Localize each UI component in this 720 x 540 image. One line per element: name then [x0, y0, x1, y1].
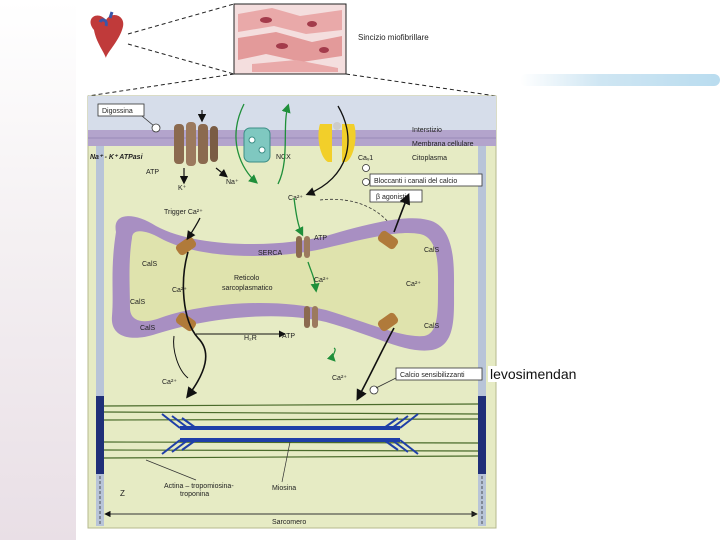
label-ca-release: Ca²⁺ [162, 379, 177, 386]
label-na-k-pump: Na⁺ - K⁺ ATPasi [90, 154, 144, 161]
label-atp-serca: ATP [314, 235, 327, 242]
label-sr-2: sarcoplasmatico [222, 285, 273, 292]
label-ca-cyt: Ca²⁺ [288, 195, 303, 202]
label-cytoplasm: Citoplasma [412, 155, 447, 162]
ryr-channel-top-left [175, 236, 197, 256]
label-troponin: troponina [180, 491, 209, 498]
ca-blockers-box [369, 173, 483, 187]
ryr-channel-bottom-right [377, 312, 399, 332]
label-ca-sr: Ca²⁺ [314, 277, 329, 284]
right-membrane-edge [478, 146, 486, 526]
label-serca: SERCA [258, 250, 282, 257]
ca-sensitizers-box [395, 367, 483, 381]
myofibril-cells [238, 8, 342, 72]
ncx-exchanger [243, 127, 271, 163]
label-atp-pump: ATP [146, 169, 159, 176]
label-interstitium: Interstizio [412, 127, 442, 134]
label-ncx: NCX [276, 154, 291, 161]
label-k-ion: K⁺ [178, 185, 187, 192]
label-ca-left: Ca²⁺ [172, 287, 187, 294]
label-na-ion: Na⁺ [226, 179, 239, 186]
ca-channel [318, 122, 356, 162]
label-sarcomere: Sarcomero [272, 519, 306, 526]
label-myosin: Miosina [272, 485, 296, 492]
label-ca-right: Ca²⁺ [406, 281, 421, 288]
inset-title: Sincizio miofibrillare [358, 33, 429, 42]
drug-label-levosimendan: levosimendan [488, 366, 579, 382]
ryr-channel-top-right [377, 230, 399, 250]
label-calsq-5: CalS [424, 323, 440, 330]
left-membrane-edge [96, 146, 104, 526]
label-digoxin: Digossina [102, 108, 133, 115]
label-membrane: Membrana cellulare [412, 141, 474, 148]
label-calsq-1: CalS [142, 261, 158, 268]
label-ca-sensitizers: Calcio sensibilizzanti [400, 372, 465, 379]
label-ca-filament: Ca²⁺ [332, 375, 347, 382]
ryr-lower-pump [304, 306, 318, 328]
label-trigger: Trigger Ca²⁺ [164, 209, 203, 216]
serca-pump [296, 236, 310, 258]
label-ca-channel: Caᵥ1 [358, 155, 373, 162]
label-z: Z [120, 489, 125, 498]
label-calsq-3: CalS [140, 325, 156, 332]
label-atp-lower: ATP [282, 333, 295, 340]
cardiomyocyte-figure: Sincizio miofibrillare Interstizio Membr… [76, 0, 508, 540]
slide-background-right [508, 0, 720, 540]
decorative-swoosh [520, 74, 720, 86]
slide-background-left [0, 0, 76, 540]
label-calsq-4: CalS [424, 247, 440, 254]
label-calsq-2: CalS [130, 299, 146, 306]
inhibition-symbol [151, 123, 161, 133]
label-sr-1: Reticolo [234, 275, 259, 282]
sarcomere [96, 396, 486, 474]
label-beta-agonists: β agonisti [376, 194, 407, 201]
heart-icon [90, 11, 124, 58]
label-actin: Actina – tropomiosina- [164, 483, 234, 490]
label-hbr: H₂R [244, 335, 257, 342]
digoxin-box [97, 103, 145, 117]
na-k-pump [174, 122, 218, 166]
label-ca-blockers: Bloccanti i canali del calcio [374, 178, 457, 185]
cardiomyocyte-diagram: Sincizio miofibrillare Interstizio Membr… [87, 3, 497, 529]
